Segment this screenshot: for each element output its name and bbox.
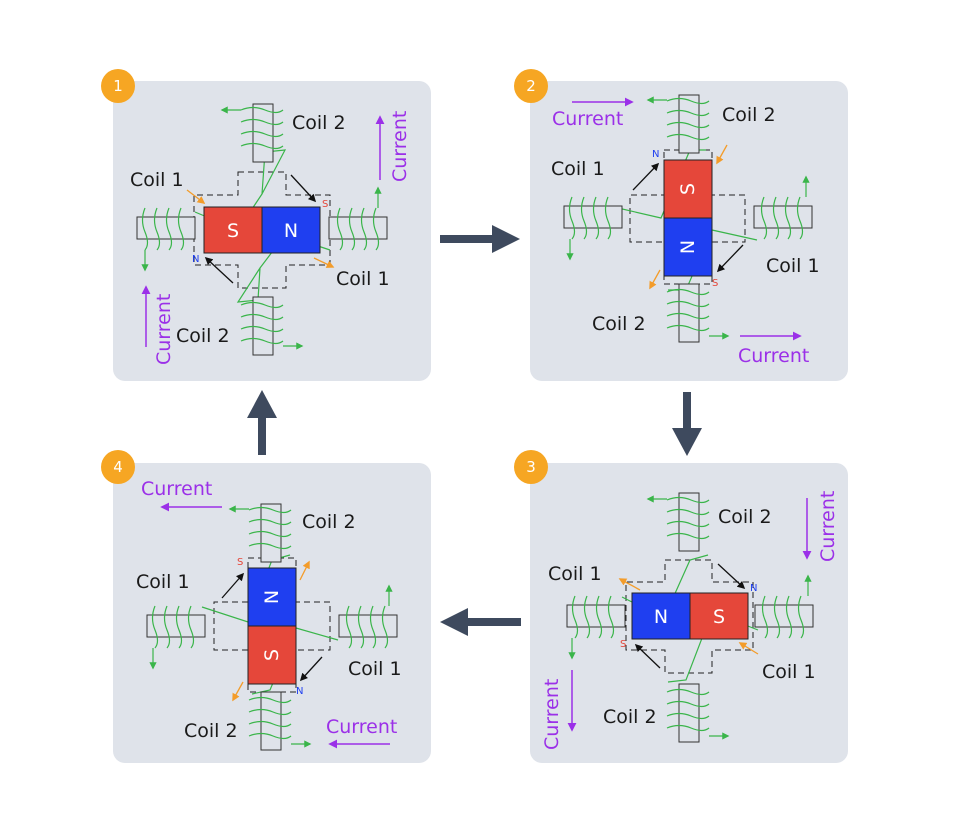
- step-number-3: 3: [526, 458, 536, 476]
- coil1-core-left: [146, 614, 206, 638]
- coil1-core-left: [136, 216, 196, 240]
- magnet-north: [631, 592, 691, 640]
- magnet-south: [689, 592, 749, 640]
- coil2-label-bottom: Coil 2: [603, 706, 657, 728]
- step-badge-1: 1: [101, 69, 135, 103]
- coil2-label-top: Coil 2: [718, 506, 772, 528]
- coil1-label-left: Coil 1: [136, 571, 190, 593]
- coil1-winding-left: [571, 595, 615, 639]
- stator-pole-s: S: [237, 557, 243, 568]
- coil2-core-bottom: [678, 283, 700, 343]
- coil2-core-bottom: [678, 683, 700, 743]
- coil2-label-bottom: Coil 2: [592, 313, 646, 335]
- coil1-winding-right: [761, 595, 805, 639]
- current-label-3b: Current: [541, 679, 563, 750]
- step-badge-2: 2: [514, 69, 548, 103]
- coil2-label-top: Coil 2: [302, 511, 356, 533]
- coil1-winding-right: [760, 196, 804, 240]
- current-label-4a: Current: [141, 478, 212, 500]
- pole-label-s: S: [713, 606, 725, 628]
- coil2-label-bottom: Coil 2: [176, 325, 230, 347]
- flow-arrows: [247, 225, 702, 636]
- coil1-label-left: Coil 1: [130, 169, 184, 191]
- flow-arrow-up: [247, 390, 277, 455]
- stator-pole-s: S: [712, 278, 718, 289]
- coil2-winding-bottom: [240, 301, 284, 345]
- stator-step-3: N S N S Coil 2 Coil 1 Coil 1 Coil 2 Curr…: [541, 491, 839, 750]
- pole-label-s: S: [261, 649, 283, 661]
- magnet-south: [663, 159, 713, 219]
- coil1-core-right: [328, 216, 388, 240]
- coil1-winding-left: [141, 207, 185, 251]
- panels: [113, 81, 848, 763]
- current-label-2b: Current: [738, 345, 809, 367]
- current-label-3a: Current: [817, 491, 839, 562]
- current-label-4b: Current: [326, 716, 397, 738]
- stator-pole-s: S: [322, 199, 328, 210]
- coil2-winding-top: [240, 106, 284, 150]
- magnet-south: [203, 206, 263, 254]
- step-number-1: 1: [113, 77, 123, 95]
- coil1-label-left: Coil 1: [551, 158, 605, 180]
- stator-step-2: S N N S Coil 2 Coil 1 Coil 1 Coil 2 Curr…: [551, 94, 820, 367]
- stator-pole-s: S: [620, 639, 626, 650]
- flow-arrow-right: [440, 225, 520, 253]
- pole-label-s: S: [677, 183, 699, 195]
- pole-label-n: N: [677, 240, 699, 254]
- stator-pole-n: N: [296, 686, 303, 697]
- coil2-label-top: Coil 2: [292, 112, 346, 134]
- step-badge-4: 4: [101, 450, 135, 484]
- current-label-2a: Current: [552, 108, 623, 130]
- pole-label-n: N: [261, 590, 283, 604]
- stator-pole-n: N: [750, 583, 757, 594]
- magnet-north: [663, 217, 713, 277]
- current-label-1a: Current: [389, 111, 411, 182]
- pole-label-n: N: [654, 606, 668, 628]
- step-badge-3: 3: [514, 450, 548, 484]
- stator-step-4: N S S N Coil 2 Coil 1 Coil 1 Coil 2 Curr…: [136, 478, 402, 751]
- coil2-core-bottom: [252, 296, 274, 356]
- coil1-winding-left: [568, 196, 612, 240]
- magnet-north: [261, 206, 321, 254]
- coil1-winding-right: [336, 207, 380, 251]
- coil2-label-top: Coil 2: [722, 104, 776, 126]
- coil2-winding-top: [248, 506, 292, 550]
- coil1-core-left: [566, 604, 626, 628]
- coil1-label-right: Coil 1: [762, 661, 816, 683]
- stator-step-1: S N S N Coil 2 Coil 1 Coil 1 Coil 2 Curr…: [130, 103, 411, 365]
- flow-arrow-left: [440, 608, 521, 636]
- coil1-label-right: Coil 1: [766, 255, 820, 277]
- flow-arrow-down: [672, 392, 702, 456]
- coil2-winding-bottom: [666, 288, 710, 332]
- step-number-2: 2: [526, 77, 536, 95]
- current-label-1b: Current: [153, 294, 175, 365]
- coil2-winding-top: [666, 97, 710, 141]
- step-number-4: 4: [113, 458, 123, 476]
- pole-label-n: N: [284, 220, 298, 242]
- coil1-label-right: Coil 1: [348, 658, 402, 680]
- coil1-core-left: [563, 205, 623, 229]
- pole-label-s: S: [227, 220, 239, 242]
- coil1-label-right: Coil 1: [336, 268, 390, 290]
- coil2-label-bottom: Coil 2: [184, 720, 238, 742]
- coil2-winding-bottom: [666, 688, 710, 732]
- coil2-core-bottom: [260, 691, 282, 751]
- coil1-label-left: Coil 1: [548, 563, 602, 585]
- stator-pole-n: N: [192, 254, 199, 265]
- coil2-winding-bottom: [248, 696, 292, 740]
- coil1-winding-left: [151, 605, 195, 649]
- stator-pole-n: N: [652, 149, 659, 160]
- coil2-winding-top: [666, 496, 710, 540]
- magnet-south: [247, 625, 297, 685]
- coil1-winding-right: [345, 605, 389, 649]
